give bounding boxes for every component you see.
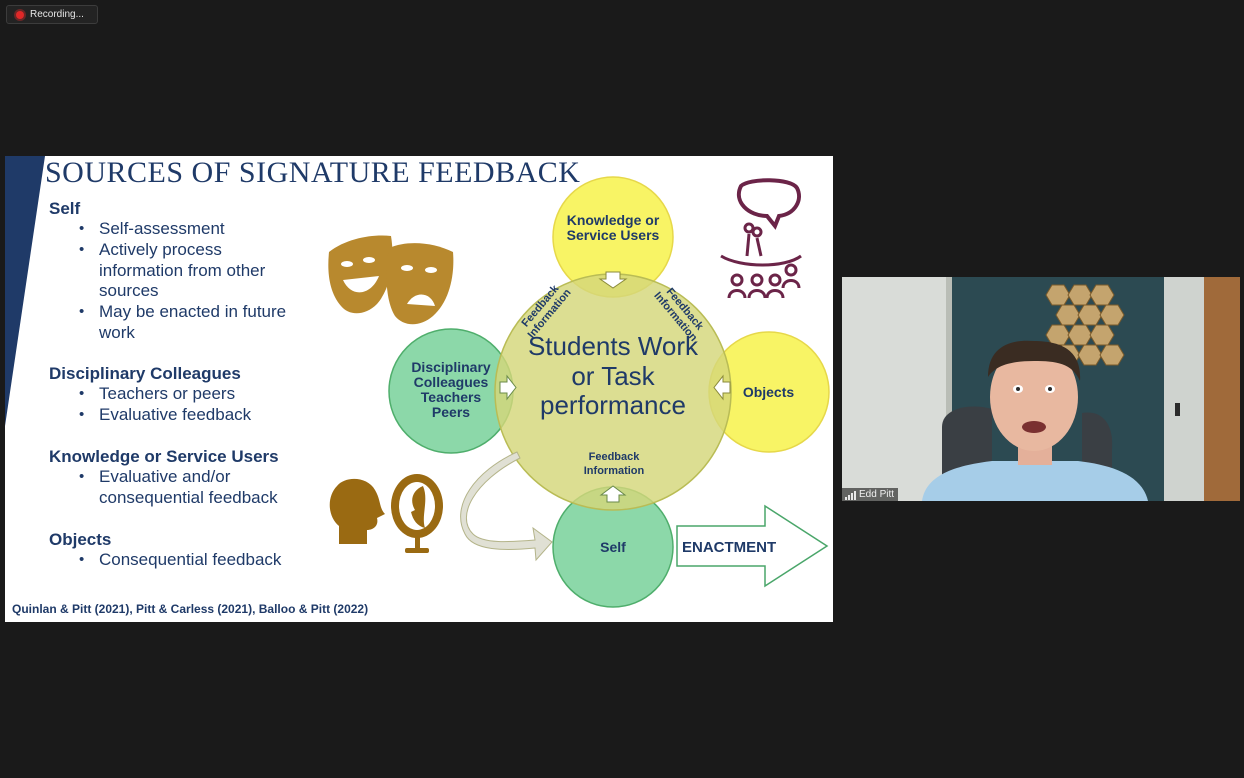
objects-label: Objects xyxy=(742,384,795,400)
section-heading: Knowledge or Service Users xyxy=(49,447,279,466)
signal-strength-icon xyxy=(845,491,856,500)
center-label: Students Work or Task performance xyxy=(527,331,699,420)
bullet-item: Evaluative feedback xyxy=(79,405,299,426)
enactment-arrow xyxy=(676,504,829,588)
feedback-diagram xyxy=(328,176,830,608)
shared-slide: SOURCES OF SIGNATURE FEEDBACK Self Self-… xyxy=(5,156,833,622)
arrow-right-icon xyxy=(499,374,517,401)
bullet-item: Evaluative and/or consequential feedback xyxy=(79,467,309,509)
section-heading: Disciplinary Colleagues xyxy=(49,364,241,383)
enactment-label: ENACTMENT xyxy=(682,539,777,556)
head-mirror-icon xyxy=(329,474,443,553)
recording-label: Recording... xyxy=(30,9,84,20)
section-self: Self Self-assessment Actively process in… xyxy=(49,198,299,344)
audience-speech-icon xyxy=(720,178,802,299)
theatre-masks-icon xyxy=(328,235,454,325)
self-label: Self xyxy=(600,539,626,555)
bullet-item: Actively process information from other … xyxy=(79,240,299,302)
bullet-item: Self-assessment xyxy=(79,219,299,240)
colleagues-label: Disciplinary Colleagues Teachers Peers xyxy=(411,359,491,420)
section-heading: Objects xyxy=(49,530,112,549)
arrow-down-icon xyxy=(598,271,628,289)
section-heading: Self xyxy=(49,199,81,218)
arrow-up-icon xyxy=(599,485,627,503)
bullet-item: Teachers or peers xyxy=(79,384,299,405)
participant-name: Edd Pitt xyxy=(859,489,895,500)
participant-name-tag: Edd Pitt xyxy=(842,488,899,501)
curved-arrow-icon xyxy=(460,451,553,562)
recording-icon xyxy=(16,10,24,19)
section-disciplinary-colleagues: Disciplinary Colleagues Teachers or peer… xyxy=(49,363,299,426)
references: Quinlan & Pitt (2021), Pitt & Carless (2… xyxy=(12,602,369,616)
slide-title: SOURCES OF SIGNATURE FEEDBACK xyxy=(45,156,581,189)
participant-video[interactable]: Edd Pitt xyxy=(842,277,1240,501)
bullet-item: May be enacted in future work xyxy=(79,302,299,344)
section-objects: Objects Consequential feedback xyxy=(49,529,299,571)
bullet-item: Consequential feedback xyxy=(79,550,299,571)
feedback-bottom-label: Feedback Information xyxy=(583,451,645,477)
slide-accent-band xyxy=(5,156,45,426)
recording-indicator[interactable]: Recording... xyxy=(6,5,98,24)
video-frame xyxy=(842,277,1240,501)
arrow-left-icon xyxy=(713,374,731,401)
section-knowledge-users: Knowledge or Service Users Evaluative an… xyxy=(49,446,309,509)
knowledge-label: Knowledge or Service Users xyxy=(566,212,660,243)
